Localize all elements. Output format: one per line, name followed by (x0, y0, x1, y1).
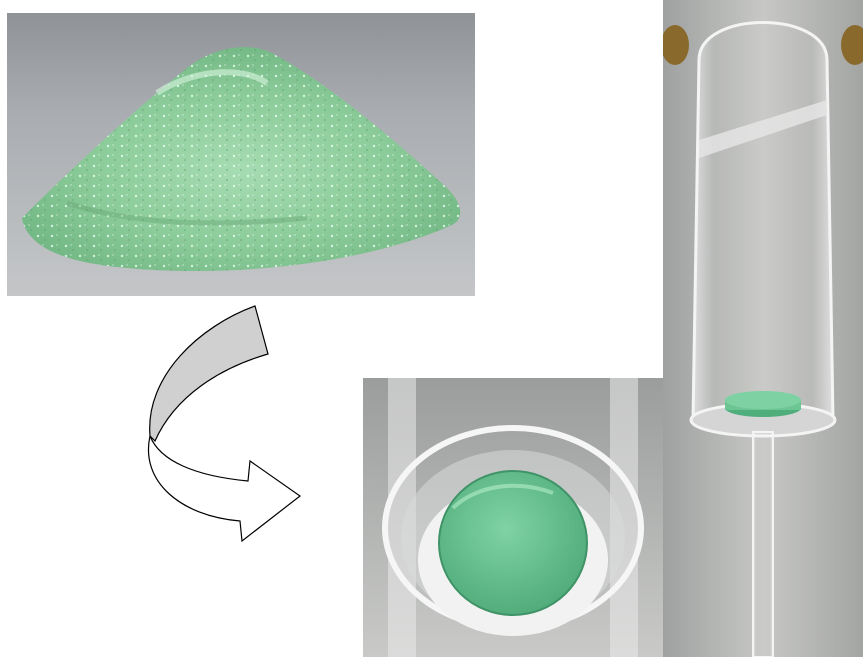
glass-column-photo (663, 0, 863, 657)
green-disc-closeup-photo (363, 378, 663, 657)
green-disc-closeup-image (363, 378, 663, 657)
glass-column-image (663, 0, 863, 657)
curved-arrow-icon (147, 305, 302, 543)
green-crystals-photo (7, 13, 475, 296)
green-crystals-image (7, 13, 475, 296)
